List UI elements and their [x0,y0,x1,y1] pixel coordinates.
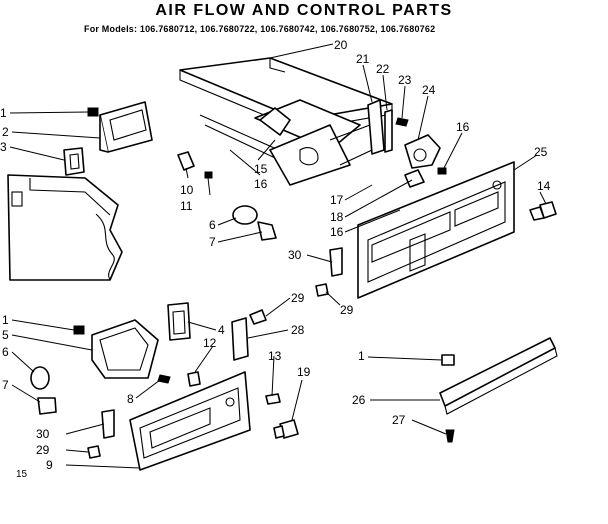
callout-17: 17 [330,193,344,207]
callout-16-right: 16 [456,120,470,134]
upper-bulb-part [232,205,277,241]
models-line: For Models: 106.7680712, 106.7680722, 10… [84,24,436,34]
callout-16-center: 16 [254,177,268,191]
callout-1-top: 1 [0,106,7,120]
lower-bulb-part [30,366,57,415]
leader-lines [9,43,547,469]
callout-16-lower: 16 [330,225,344,239]
callout-27: 27 [392,413,406,427]
upper-control-panel-part [357,161,515,299]
callout-12: 12 [203,336,217,350]
callout-26: 26 [352,393,366,407]
air-channel-liner-part [7,174,123,281]
diagram-title: AIR FLOW AND CONTROL PARTS [155,2,453,19]
page-code: 15 [16,469,28,480]
upper-grommet-part [63,147,85,176]
screw-1-upper-part [73,107,99,335]
callout-30-upper: 30 [288,248,302,262]
callout-30-lower: 30 [36,427,50,441]
callout-29-right: 29 [340,303,354,317]
lower-light-housing-part [91,302,191,379]
callout-21: 21 [356,52,370,66]
callout-4: 4 [218,323,225,337]
callout-23: 23 [398,73,412,87]
callout-19: 19 [297,365,311,379]
small-parts-lower [157,371,201,387]
callout-28: 28 [291,323,305,337]
knob-19-part [265,393,299,439]
callout-6-lower: 6 [2,345,9,359]
knob-14-part [529,201,557,221]
bracket-part [367,99,409,155]
clip-30-upper-part [249,247,343,325]
callout-20: 20 [334,38,348,52]
callout-29-lower: 29 [36,443,50,457]
callout-2: 2 [2,125,9,139]
callout-3: 3 [0,140,7,154]
knob-shaft-part [177,151,213,179]
callout-8: 8 [127,392,134,406]
callout-1-right: 1 [358,349,365,363]
callout-9: 9 [46,458,53,472]
callout-10: 10 [180,183,194,197]
callout-15: 15 [254,162,268,176]
callout-5: 5 [2,328,9,342]
callout-7-upper: 7 [209,235,216,249]
callout-13: 13 [268,349,282,363]
callout-7-lower: 7 [2,378,9,392]
callout-29-upper: 29 [291,291,305,305]
bar-26-part [439,337,558,443]
callout-18: 18 [330,210,344,224]
callout-11: 11 [180,199,193,213]
callout-25: 25 [534,145,548,159]
callout-1-mid: 1 [2,313,9,327]
switch-28-part [231,317,249,361]
callout-numbers: 1 2 3 20 21 22 23 24 16 25 14 10 11 15 1… [0,38,551,480]
callout-24: 24 [422,83,436,97]
upper-light-housing-part [99,101,153,153]
lower-control-panel-part [129,371,251,471]
callout-22: 22 [376,62,390,76]
callout-6-upper: 6 [209,218,216,232]
thermostat-part [404,134,447,188]
damper-assembly-part [199,99,373,186]
clip-30-lower-part [87,409,115,459]
callout-14: 14 [537,179,551,193]
